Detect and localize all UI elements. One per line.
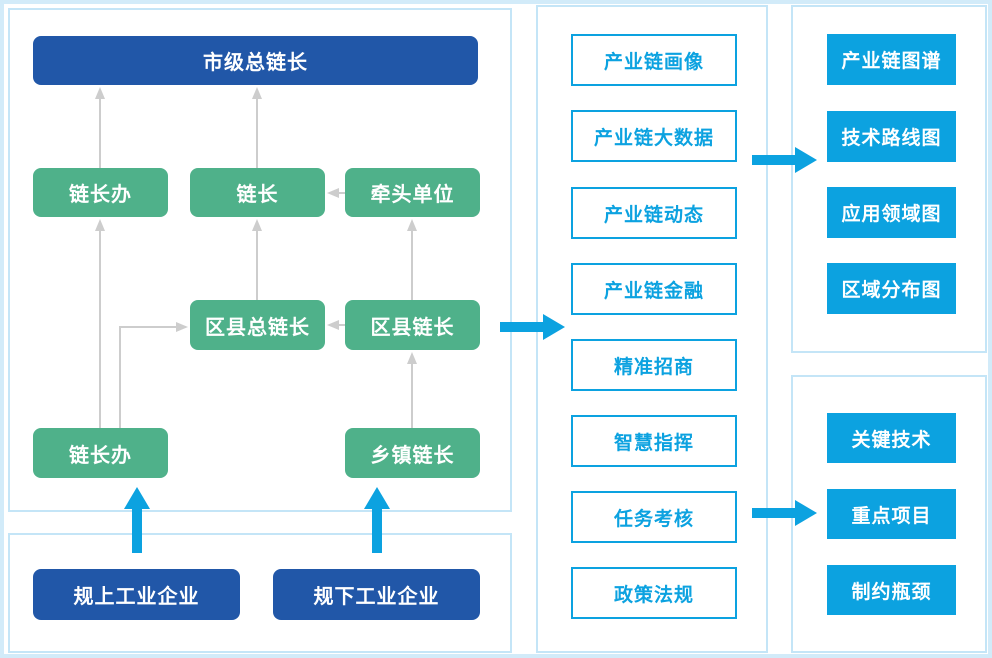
module-chain-news: 产业链动态 <box>571 187 737 239</box>
node-county-general-chain-leader: 区县总链长 <box>190 300 325 350</box>
map-region-distribution: 区域分布图 <box>827 263 956 314</box>
node-city-general-chain-leader: 市级总链长 <box>33 36 478 85</box>
map-chain-atlas: 产业链图谱 <box>827 34 956 85</box>
module-chain-portrait: 产业链画像 <box>571 34 737 86</box>
module-policy-regulations: 政策法规 <box>571 567 737 619</box>
map-tech-roadmap: 技术路线图 <box>827 111 956 162</box>
node-chain-leader-office-city: 链长办 <box>33 168 168 217</box>
focus-bottlenecks: 制约瓶颈 <box>827 565 956 615</box>
arrow-office-county-to-county-chief <box>119 322 188 428</box>
module-chain-bigdata: 产业链大数据 <box>571 110 737 162</box>
node-chain-leader-office-county: 链长办 <box>33 428 168 478</box>
module-smart-command: 智慧指挥 <box>571 415 737 467</box>
node-chain-leader: 链长 <box>190 168 325 217</box>
node-below-scale-enterprises: 规下工业企业 <box>273 569 480 620</box>
map-application-field: 应用领域图 <box>827 187 956 238</box>
node-above-scale-enterprises: 规上工业企业 <box>33 569 240 620</box>
node-lead-unit: 牵头单位 <box>345 168 480 217</box>
module-task-assessment: 任务考核 <box>571 491 737 543</box>
focus-key-projects: 重点项目 <box>827 489 956 539</box>
focus-key-technology: 关键技术 <box>827 413 956 463</box>
module-chain-finance: 产业链金融 <box>571 263 737 315</box>
node-county-chain-leader: 区县链长 <box>345 300 480 350</box>
node-township-chain-leader: 乡镇链长 <box>345 428 480 478</box>
module-precise-investment: 精准招商 <box>571 339 737 391</box>
